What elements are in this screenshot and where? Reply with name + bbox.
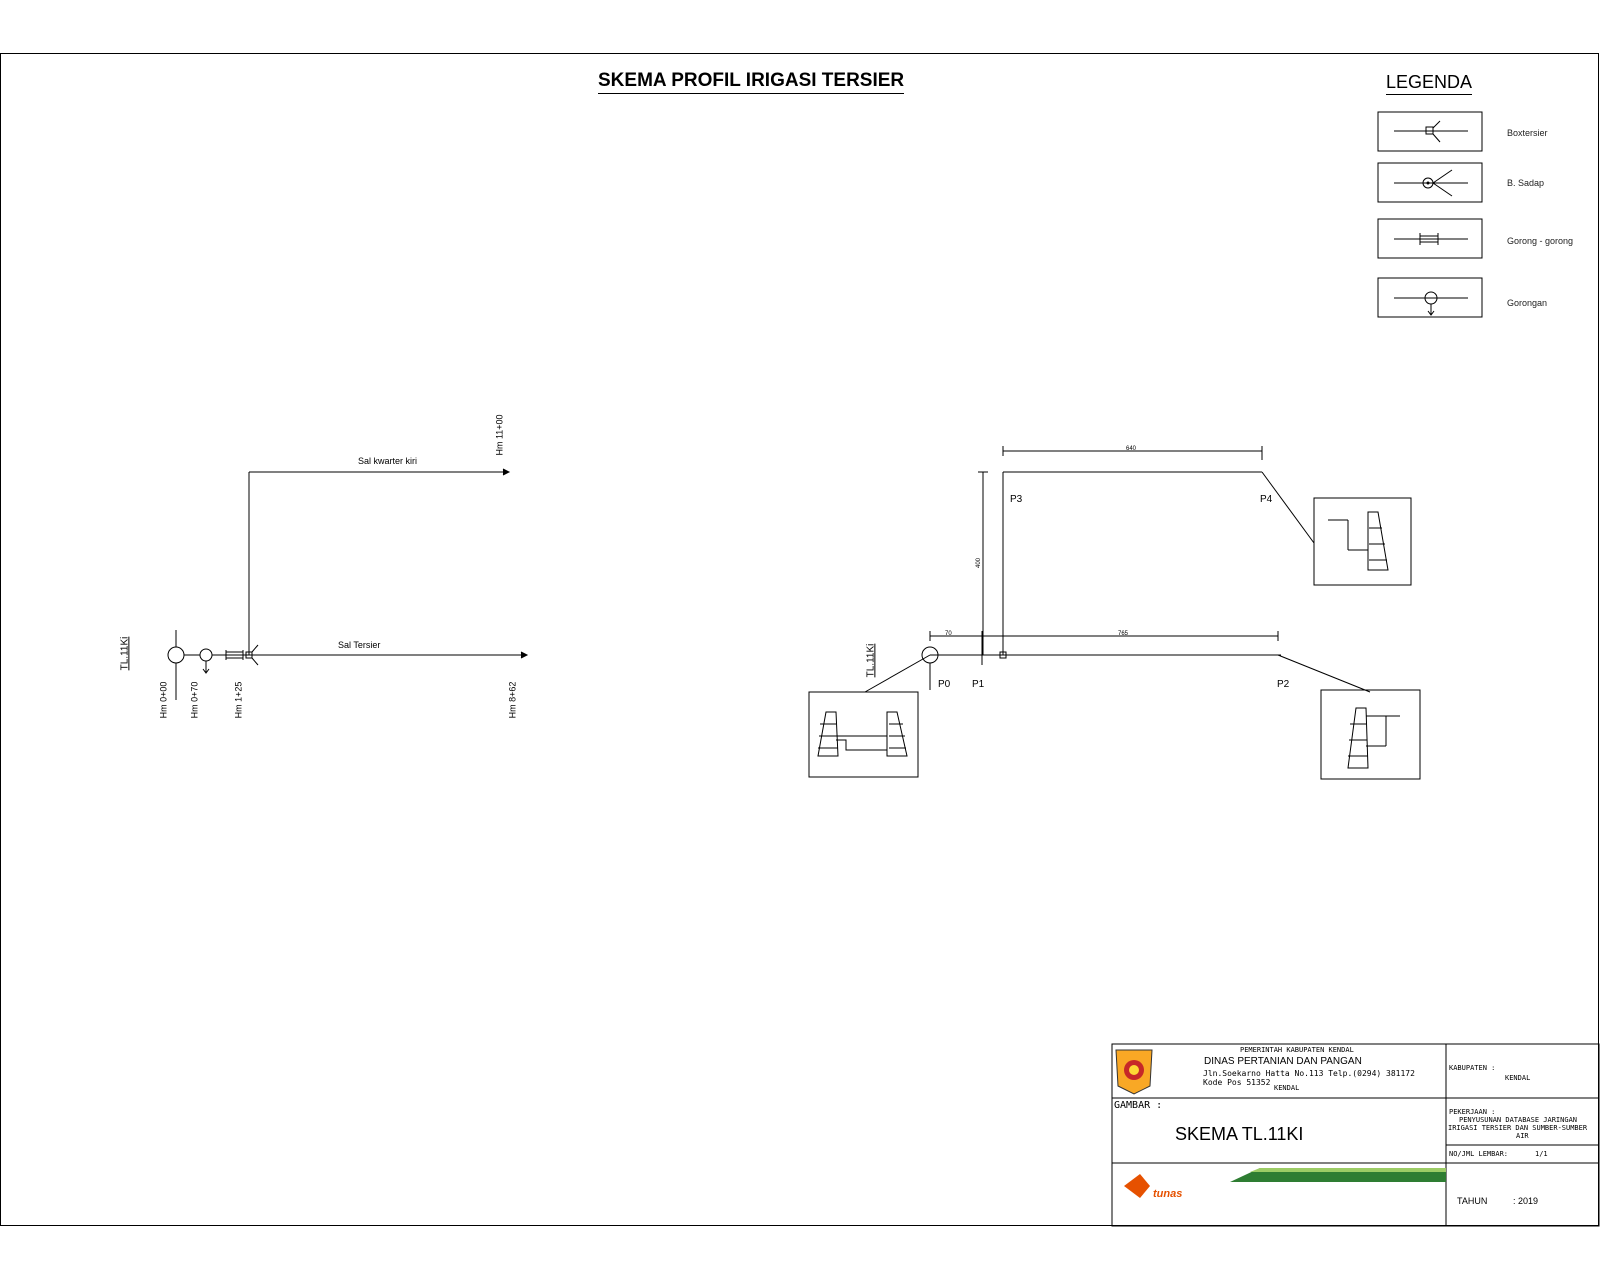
drawing-frame bbox=[0, 53, 1599, 1226]
tb-gov: PEMERINTAH KABUPATEN KENDAL bbox=[1240, 1046, 1354, 1054]
point-label: P1 bbox=[972, 679, 985, 690]
legend-label-box-tersier: Boxtersier bbox=[1507, 128, 1548, 138]
tb-postal: Kode Pos 51352 bbox=[1203, 1078, 1271, 1087]
legend-label-b-sadap: B. Sadap bbox=[1507, 178, 1545, 188]
legend-label-culvert: Gorong - gorong bbox=[1507, 236, 1574, 246]
tb-gambar-value: SKEMA TL.11KI bbox=[1175, 1124, 1304, 1144]
drawing-title: SKEMA PROFIL IRIGASI TERSIER bbox=[598, 70, 905, 94]
sal-kuarter-label: Sal kwarter kiri bbox=[358, 456, 418, 466]
legend-title: LEGENDA bbox=[1386, 72, 1473, 95]
tunas-logo bbox=[1124, 1174, 1150, 1198]
tb-dept: DINAS PERTANIAN DAN PANGAN bbox=[1204, 1056, 1362, 1067]
left-schema bbox=[167, 468, 529, 700]
tb-pekerjaan-value: AIR bbox=[1516, 1132, 1529, 1140]
dimension-label: 640 bbox=[1126, 446, 1137, 452]
dimension-label: 765 bbox=[1118, 631, 1129, 637]
sal-tersier-label: Sal Tersier bbox=[338, 640, 381, 650]
right-schema bbox=[808, 446, 1421, 780]
tb-lembar-value: 1/1 bbox=[1535, 1150, 1548, 1158]
tb-kabupaten-label: KABUPATEN : bbox=[1449, 1064, 1496, 1072]
tb-tahun-label: TAHUN bbox=[1457, 1196, 1488, 1206]
station-label: Hm 8+62 bbox=[507, 681, 518, 719]
tb-city: KENDAL bbox=[1274, 1084, 1300, 1092]
tb-tahun-value: : 2019 bbox=[1513, 1196, 1539, 1206]
station-label: Hm 0+70 bbox=[189, 681, 200, 719]
station-label: Hm 1+25 bbox=[233, 681, 244, 719]
title-block-lines bbox=[1111, 1043, 1600, 1227]
tb-pekerjaan-value: PENYUSUNAN DATABASE JARINGAN bbox=[1459, 1116, 1578, 1124]
b-sadap-icon bbox=[1377, 162, 1483, 203]
dimension-label: 400 bbox=[976, 557, 983, 569]
right-channel-id: TL.11Ki bbox=[865, 643, 877, 678]
legend-label-gorongan: Gorongan bbox=[1507, 298, 1548, 308]
left-channel-id: TL.11Ki bbox=[119, 636, 131, 671]
tb-gambar-label: GAMBAR : bbox=[1114, 1100, 1163, 1111]
point-label: P0 bbox=[938, 679, 951, 690]
tb-pekerjaan-value: IRIGASI TERSIER DAN SUMBER-SUMBER bbox=[1448, 1124, 1588, 1132]
station-label: Hm 0+00 bbox=[158, 681, 169, 719]
box-tersier-icon bbox=[1377, 111, 1483, 152]
point-label: P4 bbox=[1260, 494, 1273, 505]
dimension-label: 70 bbox=[945, 631, 952, 637]
tb-kabupaten-value: KENDAL bbox=[1505, 1074, 1531, 1082]
culvert-icon bbox=[1377, 218, 1483, 259]
tb-pekerjaan-label: PEKERJAAN : bbox=[1449, 1108, 1496, 1116]
point-label: P2 bbox=[1277, 679, 1290, 690]
point-label: P3 bbox=[1010, 494, 1023, 505]
station-label: Hm 11+00 bbox=[494, 414, 505, 456]
tb-lembar-label: NO/JML LEMBAR: bbox=[1449, 1150, 1509, 1158]
tb-address: Jln.Soekarno Hatta No.113 Telp.(0294) 38… bbox=[1203, 1069, 1415, 1078]
kendal-logo bbox=[1115, 1049, 1153, 1095]
gorongan-icon bbox=[1377, 277, 1483, 318]
tb-company: tunas bbox=[1153, 1188, 1183, 1200]
